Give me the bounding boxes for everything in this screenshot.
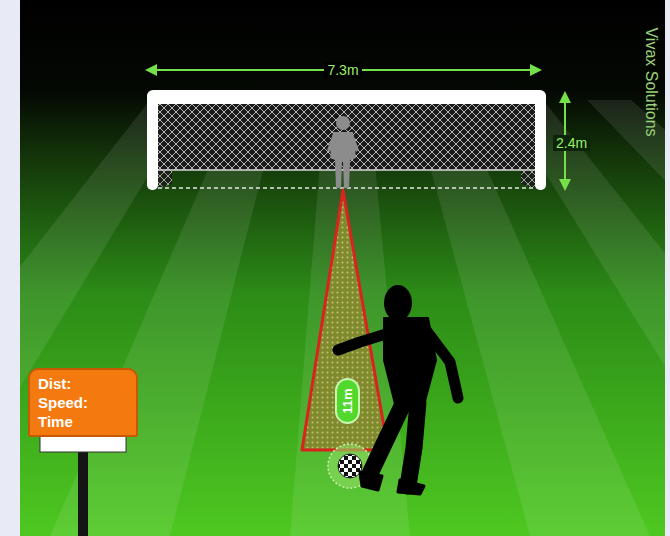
scoreboard-sign: Dist:Speed:Time: [28, 368, 138, 437]
distance-label: 11m: [341, 388, 354, 413]
sign-text: Speed:: [38, 393, 128, 412]
width-dimension: 7.3m: [324, 62, 361, 78]
sign-post: [40, 436, 126, 536]
field-ground: [20, 0, 665, 536]
grass-stripes: [20, 100, 665, 536]
distance-pill: 11m: [335, 378, 360, 424]
height-dimension: 2.4m: [553, 135, 590, 151]
goal: [147, 90, 546, 190]
watermark: Vivax Solutions: [642, 24, 660, 139]
sign-text: Dist:: [38, 374, 128, 393]
sign-text: Time: [38, 412, 128, 431]
dimension-arrows: [145, 64, 571, 191]
goalkeeper: [327, 116, 359, 188]
distance-triangle: [302, 190, 388, 450]
